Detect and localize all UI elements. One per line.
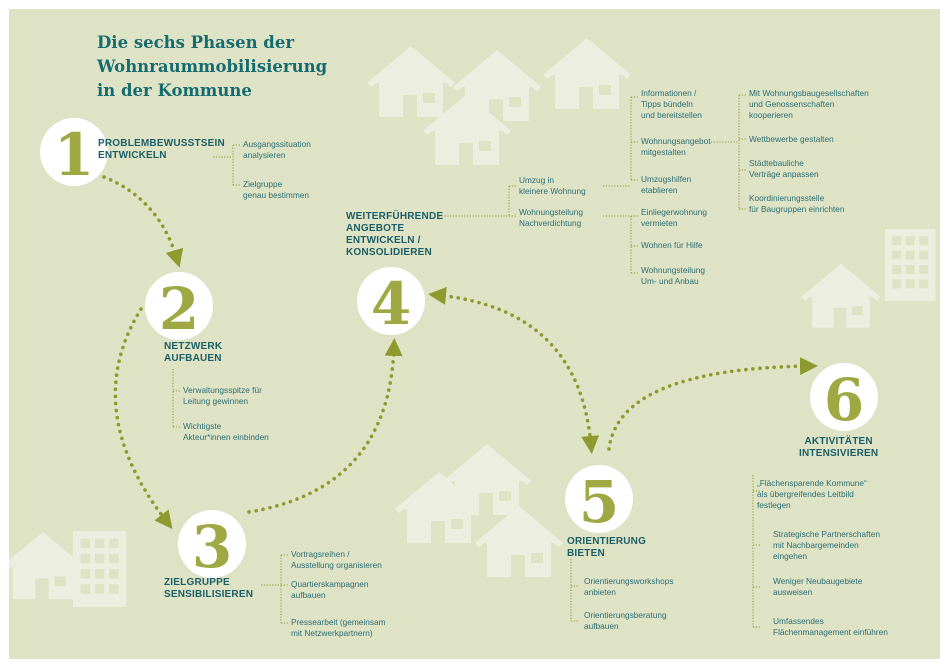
- arrow-2-to-3: [113, 307, 173, 530]
- background-houses: [9, 42, 936, 607]
- phase-3-circle: 3: [178, 510, 246, 581]
- house-icon: [369, 50, 453, 117]
- diagram-graphics: 1 2 3 4 5 6: [9, 9, 936, 628]
- house-icon: [477, 510, 561, 577]
- arrow-1-to-2: [102, 175, 184, 268]
- phase-4-number: 4: [371, 270, 411, 338]
- phase-2-number: 2: [159, 275, 199, 343]
- building-icon: [73, 531, 127, 607]
- phase-3-number: 3: [192, 513, 232, 581]
- phase-circles: 1 2 3 4 5 6: [40, 118, 878, 581]
- phase-2-circle: 2: [145, 272, 213, 343]
- arrow-3-to-4: [247, 338, 403, 514]
- phase-5-circle: 5: [565, 465, 633, 536]
- arrow-4-5: [428, 286, 600, 454]
- phase-1-circle: 1: [40, 118, 108, 189]
- phase-6-number: 6: [824, 366, 864, 434]
- phase-connectors: [102, 175, 818, 530]
- infographic-canvas: 1 2 3 4 5 6: [9, 9, 940, 659]
- phase-4-item: Wohnen für Hilfe: [641, 240, 703, 250]
- tree-lines: [172, 94, 761, 628]
- arrow-5-to-6: [607, 357, 818, 451]
- building-icon: [885, 229, 936, 301]
- house-icon: [545, 42, 629, 109]
- page-title: Die sechs Phasen der Wohnraummobilisieru…: [97, 33, 328, 100]
- house-icon: [803, 267, 879, 327]
- house-icon: [445, 448, 529, 515]
- phase-6-item: „Flächensparende Kommune“als übergreifen…: [757, 478, 867, 510]
- phase-4-circle: 4: [357, 267, 425, 338]
- house-icon: [9, 536, 83, 600]
- phase-6-circle: 6: [810, 363, 878, 434]
- phase-3-item: Vortragsreihen /Ausstellung organisieren: [291, 549, 382, 570]
- phase-4-subitem: Wettbewerbe gestalten: [749, 134, 834, 144]
- phase-1-number: 1: [54, 121, 94, 189]
- phase-5-number: 5: [579, 468, 619, 536]
